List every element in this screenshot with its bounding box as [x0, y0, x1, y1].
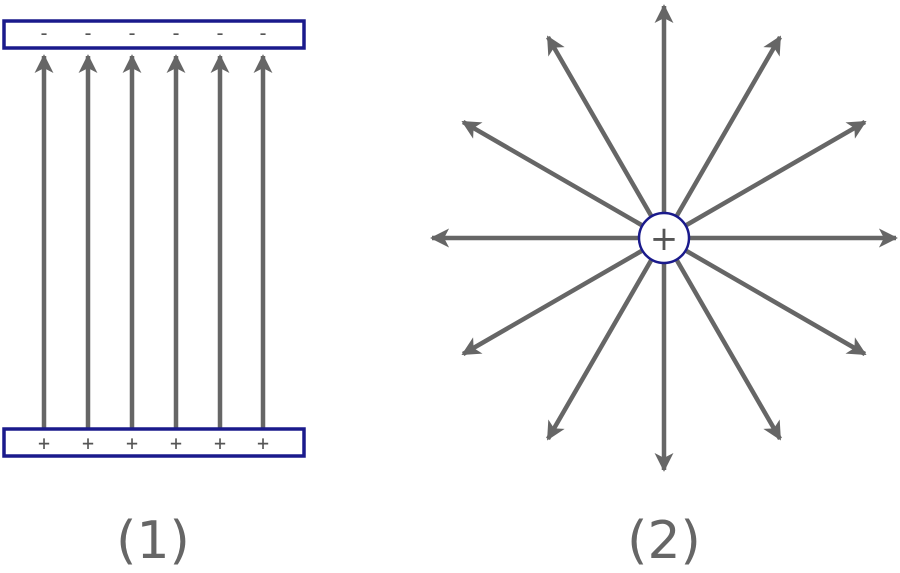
positive-sign: + — [82, 431, 94, 455]
positive-plate-signs: + + + + + + — [38, 431, 269, 455]
radial-field-line-arrow — [685, 249, 867, 356]
radial-field-lines — [430, 4, 898, 472]
radial-field-line-arrow — [685, 120, 867, 227]
negative-sign: - — [126, 21, 138, 45]
radial-field-line-arrow — [675, 35, 782, 217]
radial-field-line-arrow — [461, 249, 643, 356]
point-charge-sign: + — [650, 219, 679, 259]
radial-field-line-arrow — [461, 120, 643, 227]
negative-plate — [2, 19, 306, 50]
uniform-field-lines — [34, 54, 273, 428]
positive-point-charge — [637, 211, 691, 265]
positive-sign: + — [126, 431, 138, 455]
negative-sign: - — [82, 21, 94, 45]
radial-field-line-arrow — [546, 259, 653, 441]
parallel-plate-field: - - - - - - + + + + + + (1) — [2, 19, 306, 571]
panel-1-label: (1) — [116, 511, 190, 571]
panel-2-label: (2) — [627, 511, 701, 571]
positive-sign: + — [170, 431, 182, 455]
positive-plate — [2, 427, 306, 458]
positive-sign: + — [38, 431, 50, 455]
negative-plate-signs: ------ — [38, 21, 269, 45]
negative-sign: - — [38, 21, 50, 45]
radial-field-line-arrow — [546, 35, 653, 217]
positive-sign: + — [214, 431, 226, 455]
negative-sign: - — [257, 21, 269, 45]
point-charge-field: + (2) — [430, 4, 898, 571]
radial-field-line-arrow — [675, 259, 782, 441]
negative-sign: - — [170, 21, 182, 45]
positive-sign: + — [257, 431, 269, 455]
negative-sign: - — [214, 21, 226, 45]
